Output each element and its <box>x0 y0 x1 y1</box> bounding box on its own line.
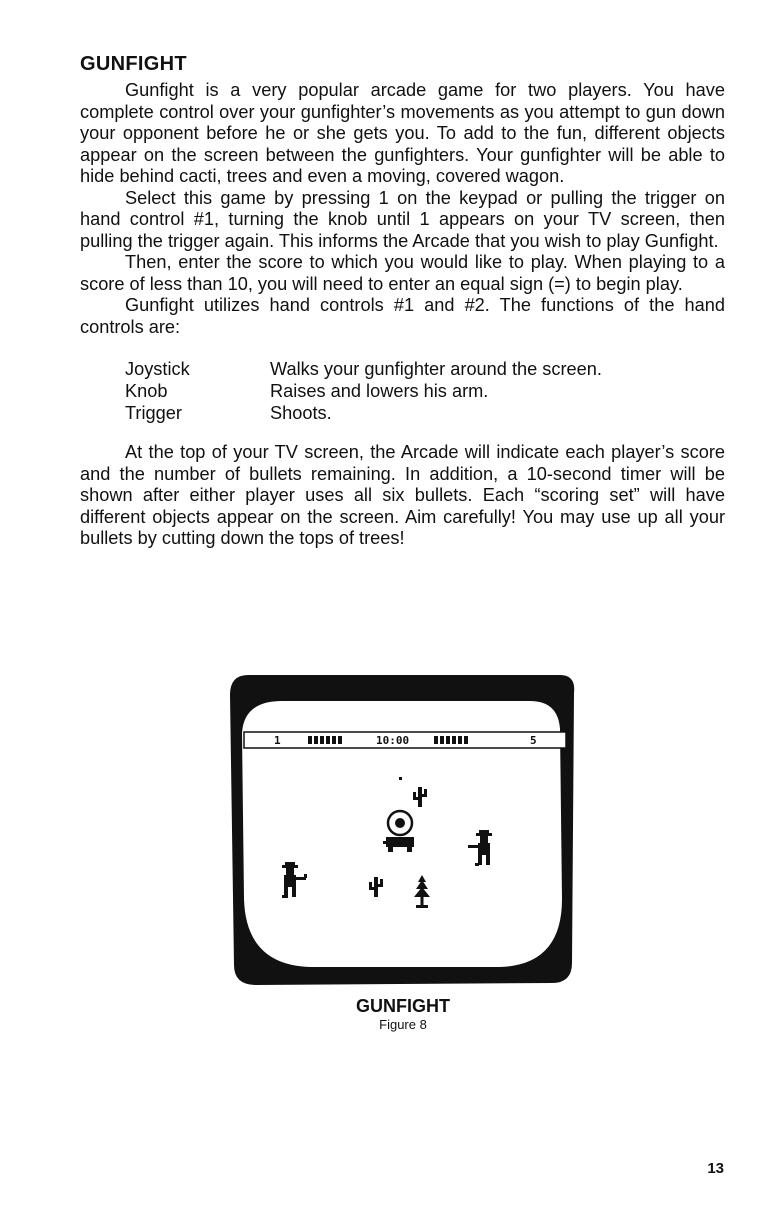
bullet-marker <box>320 736 324 744</box>
control-function: Raises and lowers his arm. <box>270 381 489 401</box>
controls-row: Trigger Shoots. <box>125 402 725 424</box>
bullet-marker <box>308 736 312 744</box>
control-key: Knob <box>125 381 168 401</box>
hud-timer: 10:00 <box>376 734 409 747</box>
hud-left-bullets <box>308 736 342 744</box>
cactus-icon <box>413 787 427 807</box>
bullet-marker <box>326 736 330 744</box>
bullet-marker <box>452 736 456 744</box>
figure-caption: GUNFIGHT Figure 8 <box>230 996 576 1033</box>
bullet-marker <box>446 736 450 744</box>
controls-row: Knob Raises and lowers his arm. <box>125 380 725 402</box>
section-heading: GUNFIGHT <box>80 53 187 75</box>
figure-number: Figure 8 <box>379 1017 427 1032</box>
tv-bezel <box>230 675 575 985</box>
controls-table: Joystick Walks your gunfighter around th… <box>125 358 725 424</box>
bullet-marker <box>338 736 342 744</box>
hud-right-score: 5 <box>530 734 537 747</box>
control-function: Shoots. <box>270 403 332 423</box>
figure-tv-screen: 1 10:00 5 <box>230 675 576 987</box>
controls-row: Joystick Walks your gunfighter around th… <box>125 358 725 380</box>
covered-wagon-icon <box>383 809 414 852</box>
bullet-marker <box>464 736 468 744</box>
hud-frame <box>243 731 567 749</box>
bullet-dot <box>399 777 402 780</box>
paragraph-2: Select this game by pressing 1 on the ke… <box>80 187 725 251</box>
gunfighter-left-icon <box>282 862 307 898</box>
paragraph-5: At the top of your TV screen, the Arcade… <box>80 442 725 548</box>
paragraph-3: Then, enter the score to which you would… <box>80 252 725 294</box>
tv-illustration: 1 10:00 5 <box>230 675 575 985</box>
hud-left-score: 1 <box>274 734 281 747</box>
cactus-icon <box>369 877 383 897</box>
paragraph-4: Gunfight utilizes hand controls #1 and #… <box>80 295 725 337</box>
gunfighter-right-icon <box>468 830 492 866</box>
control-key: Joystick <box>125 359 190 379</box>
control-key: Trigger <box>125 403 182 423</box>
bullet-marker <box>332 736 336 744</box>
page-body: GUNFIGHT Gunfight is a very popular arca… <box>80 52 725 550</box>
bullet-marker <box>458 736 462 744</box>
hud-right-bullets <box>434 736 468 744</box>
bullet-marker <box>434 736 438 744</box>
control-function: Walks your gunfighter around the screen. <box>270 359 602 379</box>
bullet-marker <box>314 736 318 744</box>
tree-icon <box>414 875 430 908</box>
paragraph-1: Gunfight is a very popular arcade game f… <box>80 80 725 186</box>
bullet-marker <box>440 736 444 744</box>
figure-title: GUNFIGHT <box>356 996 450 1016</box>
page-number: 13 <box>707 1160 724 1177</box>
